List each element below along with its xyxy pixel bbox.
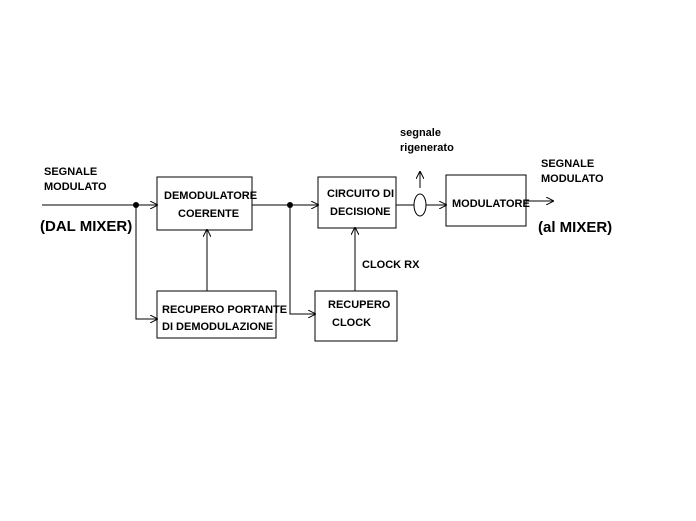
carrier-label-line2: DI DEMODULAZIONE [162,321,274,333]
decision-label-line2: DECISIONE [330,206,391,218]
carrier-branch-line [135,205,157,319]
demodulator-block [156,176,253,231]
output-label-line1: SEGNALE [541,158,595,170]
decision-label-line1: CIRCUITO DI [327,188,395,200]
clock-branch-line [289,205,315,314]
clock-recovery-block [314,290,398,342]
modulator-label: MODULATORE [452,198,530,210]
demod-label-line2: COERENTE [178,208,240,220]
carrier-label-line1: RECUPERO PORTANTE [162,304,288,316]
demod-label-line1: DEMODULATORE [164,190,258,202]
clock-rx-label: CLOCK RX [362,259,420,271]
input-label-line1: SEGNALE [44,166,98,178]
carrier-recovery-block [156,290,277,339]
clock-label-line2: CLOCK [332,317,372,329]
regen-label-line1: segnale [400,127,441,139]
input-label-line2: MODULATO [44,181,107,193]
clock-label-line1: RECUPERO [328,299,391,311]
decision-circuit-block [317,176,397,229]
regen-probe-circle [413,193,427,217]
output-dest-label: (al MIXER) [538,219,613,236]
input-source-label: (DAL MIXER) [40,218,133,235]
regen-label-line2: rigenerato [400,142,454,154]
output-label-line2: MODULATO [541,173,604,185]
modulator-block [445,174,527,227]
